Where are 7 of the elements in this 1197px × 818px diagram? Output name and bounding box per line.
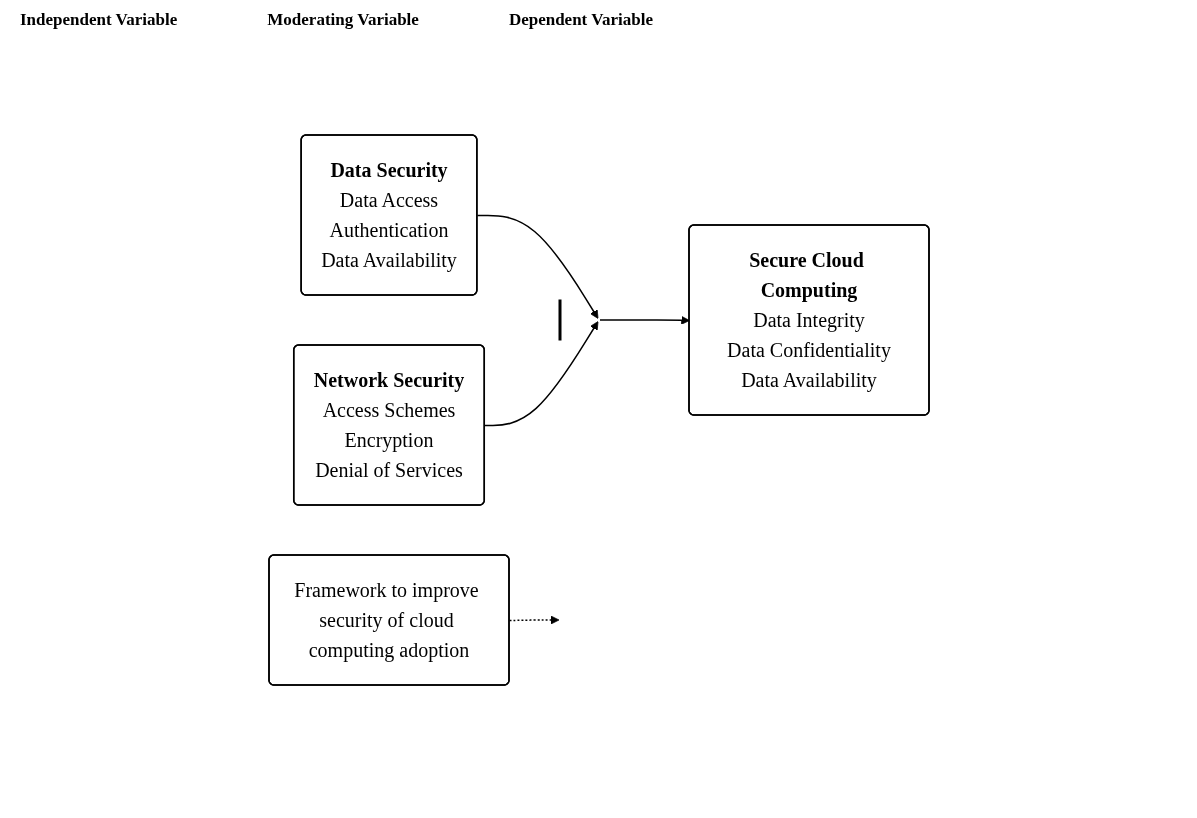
node-bar xyxy=(558,299,561,341)
arrow xyxy=(476,214,598,319)
arrow xyxy=(508,615,559,625)
column-heading: Independent Variable xyxy=(20,10,178,30)
column-heading: Dependent Variable xyxy=(508,10,653,30)
arrow xyxy=(483,321,598,427)
column-heading: Moderating Variable xyxy=(267,10,419,30)
